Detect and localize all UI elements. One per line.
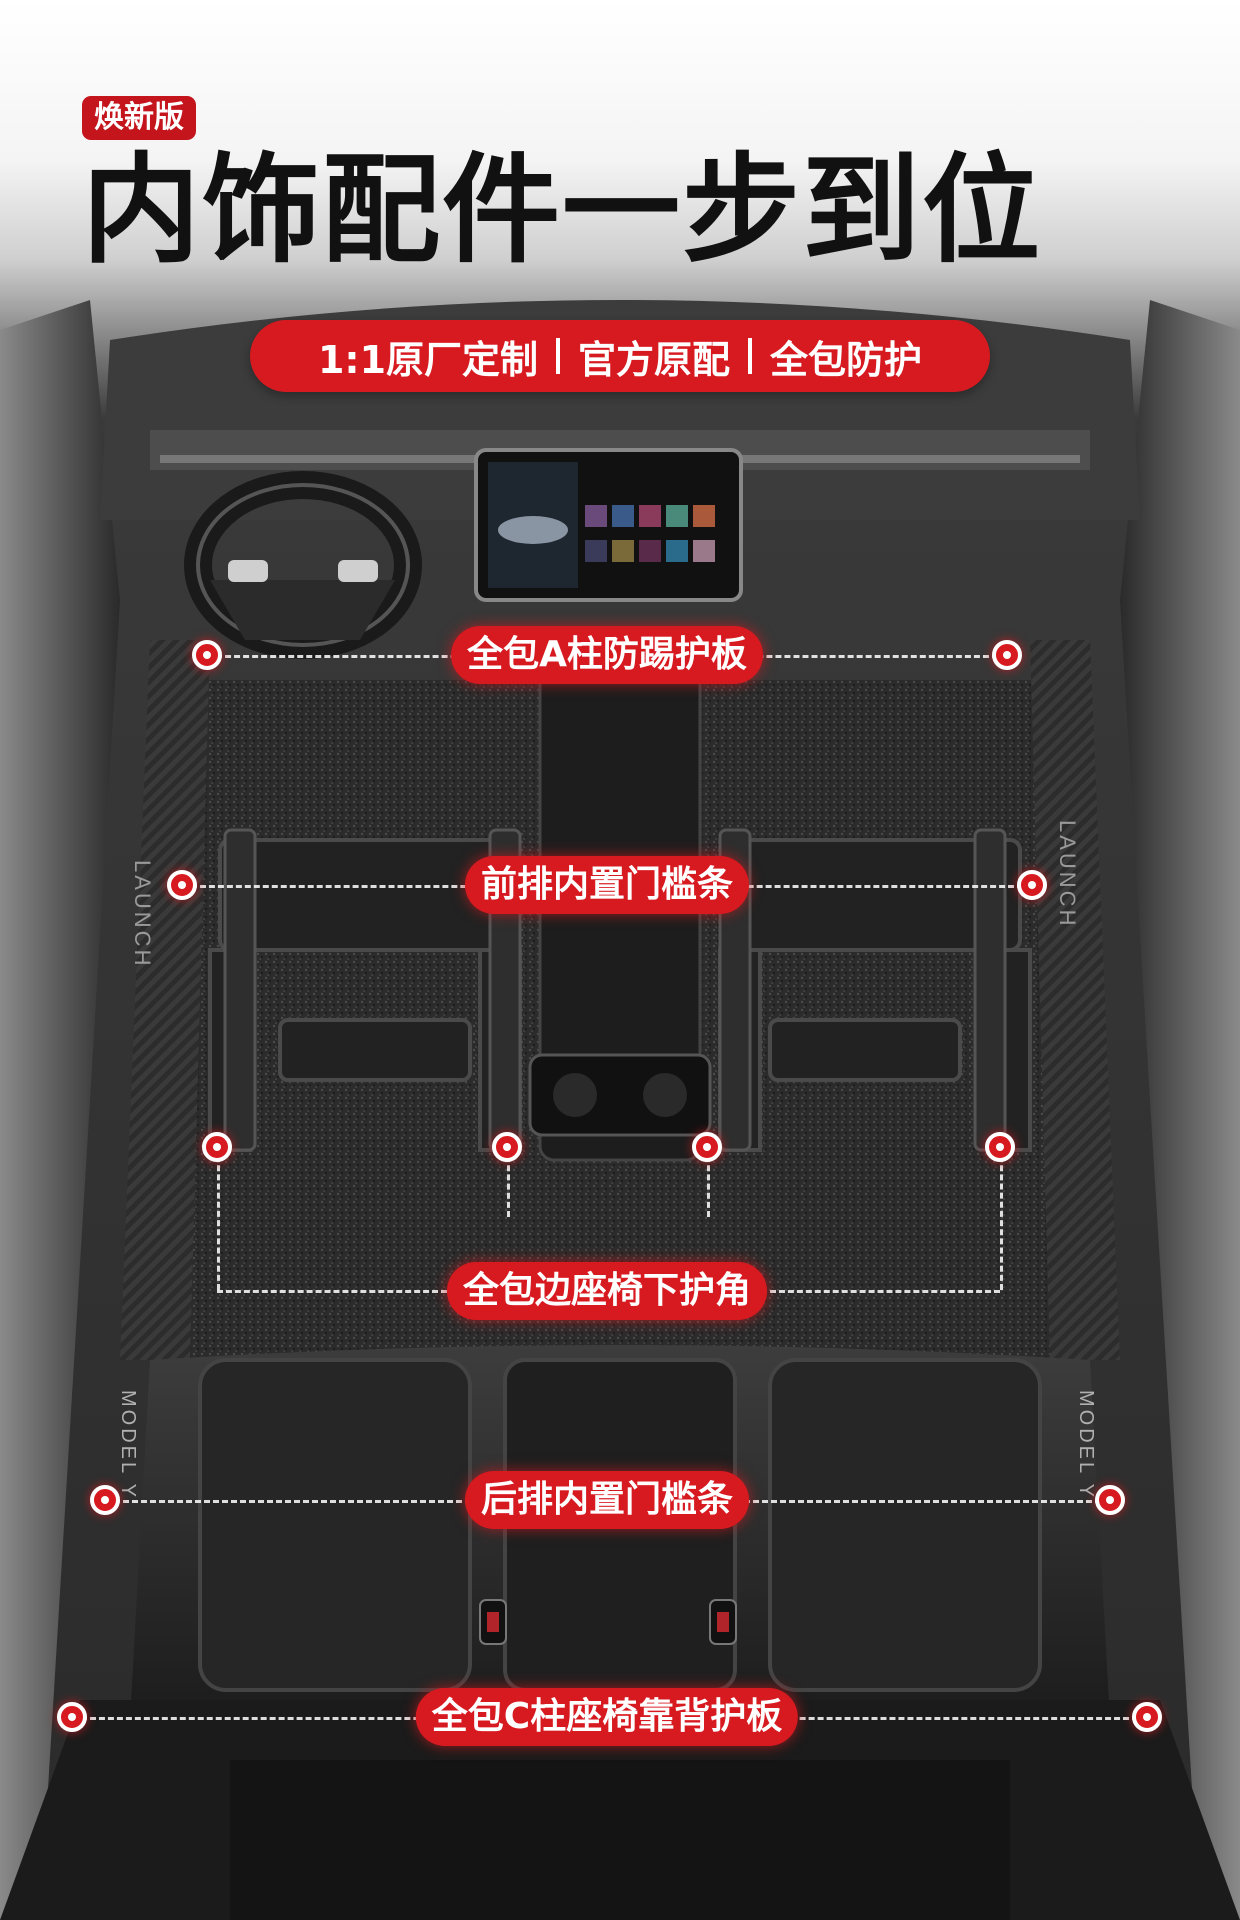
- launch-emboss-right: LAUNCH: [1055, 820, 1080, 928]
- seat-corner-hotspot-3[interactable]: [692, 1132, 722, 1162]
- new-edition-badge: 焕新版: [82, 96, 196, 140]
- c-pillar-hotspot-right[interactable]: [1132, 1702, 1162, 1732]
- feature-oem-fit: 1:1原厂定制: [317, 337, 539, 382]
- feature-full-protection: 全包防护: [770, 337, 923, 382]
- front-sill-hotspot-left[interactable]: [167, 870, 197, 900]
- launch-emboss: LAUNCH: [130, 860, 155, 968]
- a-pillar-hotspot-right[interactable]: [992, 640, 1022, 670]
- seat-corner-hotspot-4[interactable]: [985, 1132, 1015, 1162]
- feature-official: 官方原配: [578, 337, 731, 382]
- front-sill-label: 前排内置门槛条: [464, 856, 750, 914]
- seat-corner-line-1: [217, 1147, 220, 1290]
- a-pillar-hotspot-left[interactable]: [192, 640, 222, 670]
- model-y-emboss: MODEL Y: [117, 1390, 139, 1500]
- separator: [748, 338, 753, 374]
- c-pillar-label: 全包C柱座椅靠背护板: [415, 1688, 799, 1746]
- seat-corner-line-h2: [770, 1290, 1000, 1293]
- rear-sill-hotspot-left[interactable]: [90, 1485, 120, 1515]
- page-title: 内饰配件一步到位: [82, 141, 1043, 279]
- model-y-emboss-right: MODEL Y: [1075, 1390, 1097, 1500]
- steering-wheel: [184, 471, 422, 659]
- seat-corner-label: 全包边座椅下护角: [446, 1262, 768, 1320]
- seat-corner-line-3: [707, 1147, 710, 1217]
- seat-corner-hotspot-1[interactable]: [202, 1132, 232, 1162]
- feature-pill: 1:1原厂定制 官方原配 全包防护: [250, 320, 990, 392]
- seat-corner-line-h1: [217, 1290, 447, 1293]
- seat-corner-line-2: [507, 1147, 510, 1217]
- c-pillar-hotspot-left[interactable]: [57, 1702, 87, 1732]
- center-display: [474, 448, 743, 602]
- seat-corner-hotspot-2[interactable]: [492, 1132, 522, 1162]
- a-pillar-label: 全包A柱防踢护板: [451, 626, 763, 684]
- rear-sill-hotspot-right[interactable]: [1095, 1485, 1125, 1515]
- front-sill-hotspot-right[interactable]: [1017, 870, 1047, 900]
- seat-corner-line-4: [1000, 1147, 1003, 1290]
- separator: [556, 338, 561, 374]
- rear-sill-label: 后排内置门槛条: [464, 1471, 750, 1529]
